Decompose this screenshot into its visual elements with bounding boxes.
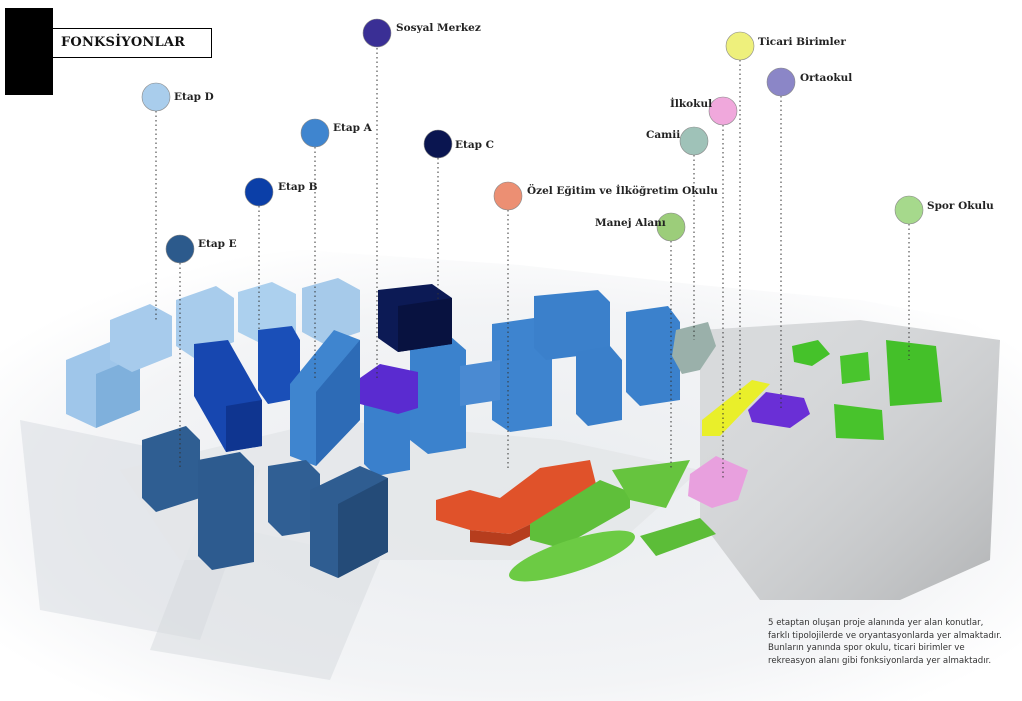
marker-etap-a [300,118,330,148]
label-etap-a: Etap A [333,122,372,134]
label-sosyal-merkez: Sosyal Merkez [396,22,481,34]
etap-b-buildings [194,326,300,452]
label-etap-e: Etap E [198,238,237,250]
label-etap-c: Etap C [455,139,495,151]
marker-spor-okulu [894,195,924,225]
etap-e-buildings [142,426,388,578]
marker-etap-d [141,82,171,112]
label-spor-okulu: Spor Okulu [927,200,994,212]
marker-sosyal-merkez [362,18,392,48]
leader-lines [155,48,910,480]
label-ilkokul: İlkokul [670,98,713,110]
spor-okulu-buildings [792,340,942,440]
label-etap-d: Etap D [174,91,214,103]
marker-camii [679,126,709,156]
header-black-tab [5,8,53,95]
marker-manej-alani [656,212,686,242]
description-line: Bunların yanında spor okulu, ticari biri… [768,643,965,653]
marker-ortaokul [766,67,796,97]
manej-alani-area [509,460,716,582]
description-text: 5 etaptan oluşan proje alanında yer alan… [768,617,1016,667]
label-ticari-birimler: Ticari Birimler [758,36,846,48]
description-line: farklı tipolojilerde ve oryantasyonlarda… [768,630,1002,641]
label-ozel-egitim: Özel Eğitim ve İlköğretim Okulu [527,185,718,197]
description-line: rekreasyon alanı gibi fonksiyonlarda yer… [768,655,992,666]
sosyal-merkez-building [360,364,418,414]
label-ortaokul: Ortaokul [800,72,853,84]
ilkokul-building [688,456,748,508]
label-etap-b: Etap B [278,181,318,193]
etap-c-building [378,284,452,352]
title-box: FONKSİYONLAR [52,28,212,58]
marker-ticari-birimler [725,31,755,61]
marker-etap-e [165,234,195,264]
marker-etap-b [244,177,274,207]
marker-ilkokul [708,96,738,126]
etap-a-buildings [290,290,680,476]
page-title: FONKSİYONLAR [61,35,186,50]
legend-markers [141,18,924,264]
marker-etap-c [423,129,453,159]
label-manej-alani: Manej Alanı [595,217,666,229]
description-line: 5 etaptan oluşan proje alanında yer alan… [768,618,984,628]
ortaokul-building [748,392,810,428]
marker-ozel-egitim [493,181,523,211]
label-camii: Camii [646,129,681,141]
camii-building [672,322,716,374]
ticari-birimler-buildings [702,380,770,436]
